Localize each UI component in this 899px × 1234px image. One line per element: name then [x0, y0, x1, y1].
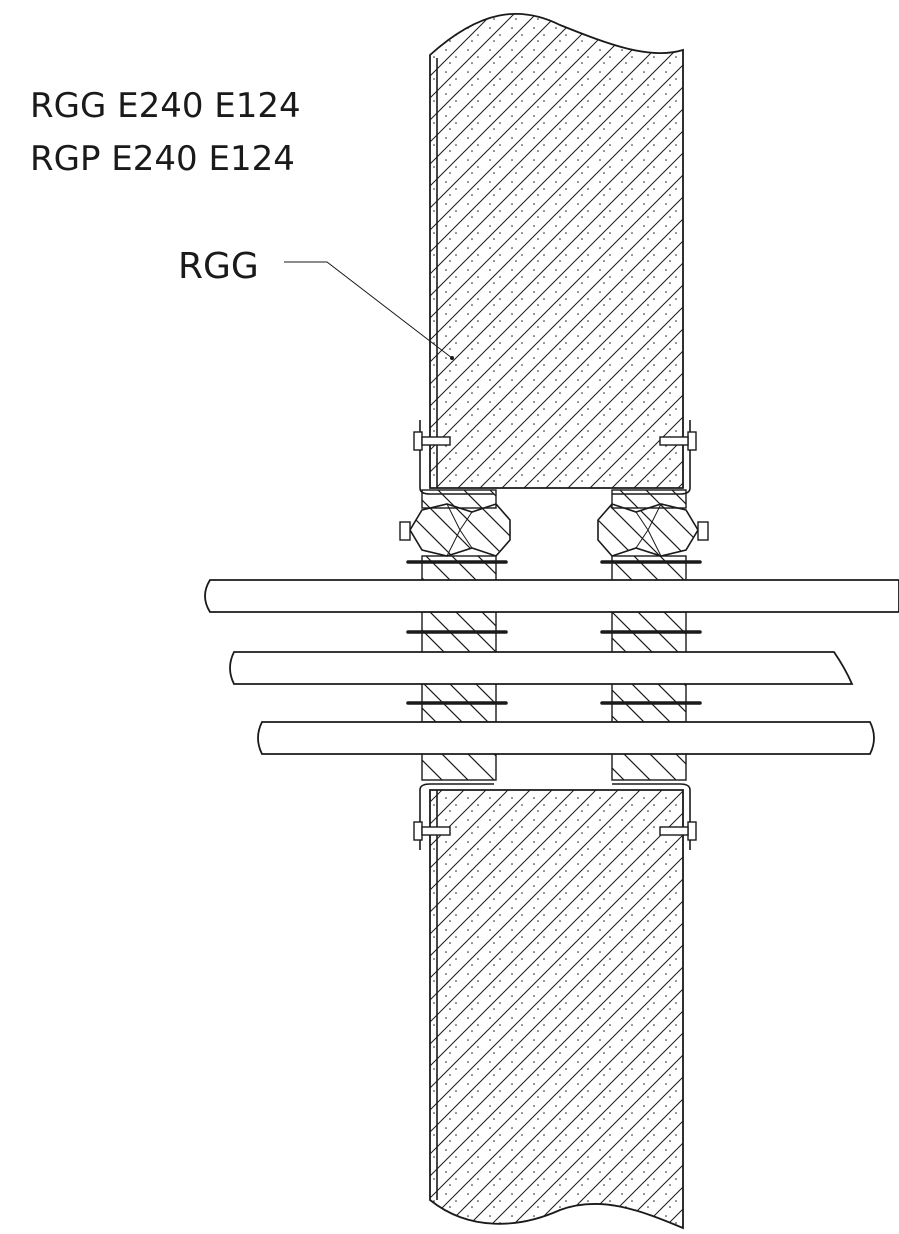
title-line-2: RGP E240 E124 — [30, 139, 295, 179]
callout-leader-line — [284, 261, 453, 359]
cable-lower — [257, 721, 875, 755]
bottom-right-angle-frame — [612, 783, 691, 850]
anchor-bolt-bottom-left — [413, 821, 451, 841]
anchor-bolt-top-right — [659, 431, 697, 451]
lower-wall-block — [429, 789, 684, 1230]
compression-bolts — [406, 560, 702, 705]
cable-middle — [229, 651, 854, 685]
bottom-left-angle-frame — [419, 783, 494, 850]
callout-label: RGG — [178, 246, 259, 287]
upper-wall-block — [429, 12, 684, 489]
anchor-bolt-top-left — [413, 431, 451, 451]
title-line-1: RGG E240 E124 — [30, 86, 301, 126]
anchor-bolt-bottom-right — [659, 821, 697, 841]
cable-upper — [204, 579, 899, 613]
